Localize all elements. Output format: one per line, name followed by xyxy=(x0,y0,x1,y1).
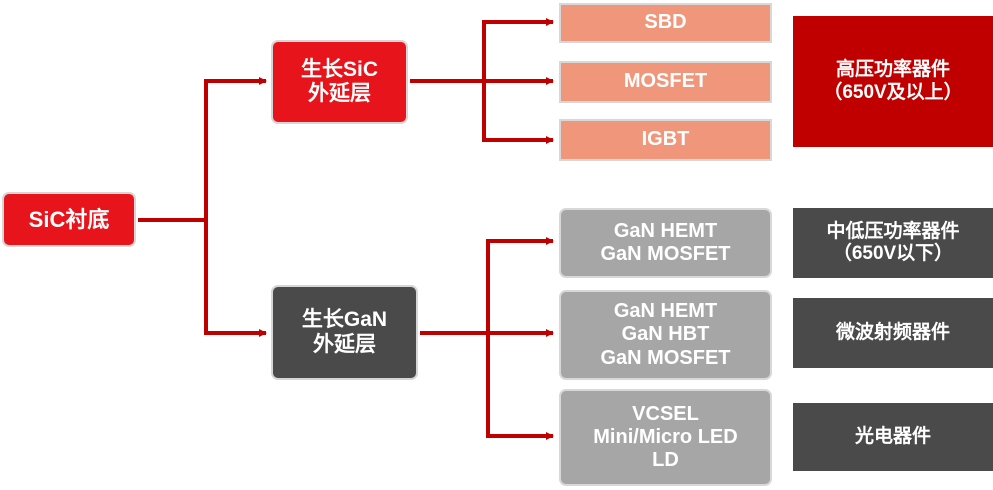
application-high-voltage: 高压功率器件 （650V及以上） xyxy=(793,16,993,147)
device-gan-rf: GaN HEMT GaN HBT GaN MOSFET xyxy=(559,290,772,380)
application-high-voltage-line-2: （650V及以上） xyxy=(823,81,963,103)
device-gan-rf-line-3: GaN MOSFET xyxy=(600,346,731,369)
device-sbd: SBD xyxy=(559,3,772,43)
device-gan-rf-line-2: GaN HBT xyxy=(621,323,710,346)
node-grow-sic-epi-line-2: 外延层 xyxy=(308,82,371,105)
device-gan-power-line-1: GaN HEMT xyxy=(613,219,718,242)
device-sbd-label: SBD xyxy=(644,11,687,34)
application-microwave-rf: 微波射频器件 xyxy=(793,298,993,368)
device-gan-rf-line-1: GaN HEMT xyxy=(613,300,718,323)
node-sic-substrate-label: SiC衬底 xyxy=(28,206,110,232)
application-mid-low-voltage-line-2: （650V以下） xyxy=(832,243,954,264)
application-microwave-rf-label: 微波射频器件 xyxy=(835,321,950,343)
device-mosfet-label: MOSFET xyxy=(623,70,708,93)
device-gan-power-line-2: GaN MOSFET xyxy=(600,243,731,265)
application-mid-low-voltage: 中低压功率器件 （650V以下） xyxy=(793,208,993,278)
device-gan-opto-line-1: VCSEL xyxy=(632,402,699,425)
device-mosfet: MOSFET xyxy=(559,61,772,103)
application-optoelectronic: 光电器件 xyxy=(793,403,993,471)
node-sic-substrate: SiC衬底 xyxy=(2,192,136,247)
node-grow-gan-epi: 生长GaN 外延层 xyxy=(271,285,418,380)
node-grow-gan-epi-line-1: 生长GaN xyxy=(301,308,388,332)
device-gan-power: GaN HEMT GaN MOSFET xyxy=(559,208,772,278)
device-igbt-label: IGBT xyxy=(641,128,690,151)
device-gan-opto-line-2: Mini/Micro LED xyxy=(593,425,738,448)
device-gan-opto: VCSEL Mini/Micro LED LD xyxy=(559,389,772,486)
application-optoelectronic-label: 光电器件 xyxy=(854,425,931,447)
node-grow-sic-epi-line-1: 生长SiC xyxy=(300,57,378,81)
device-igbt: IGBT xyxy=(559,119,772,161)
node-grow-gan-epi-line-2: 外延层 xyxy=(313,332,376,356)
device-gan-opto-line-3: LD xyxy=(652,449,679,472)
node-grow-sic-epi: 生长SiC 外延层 xyxy=(271,40,408,124)
application-mid-low-voltage-line-1: 中低压功率器件 xyxy=(826,220,960,242)
application-high-voltage-line-1: 高压功率器件 xyxy=(835,59,950,81)
